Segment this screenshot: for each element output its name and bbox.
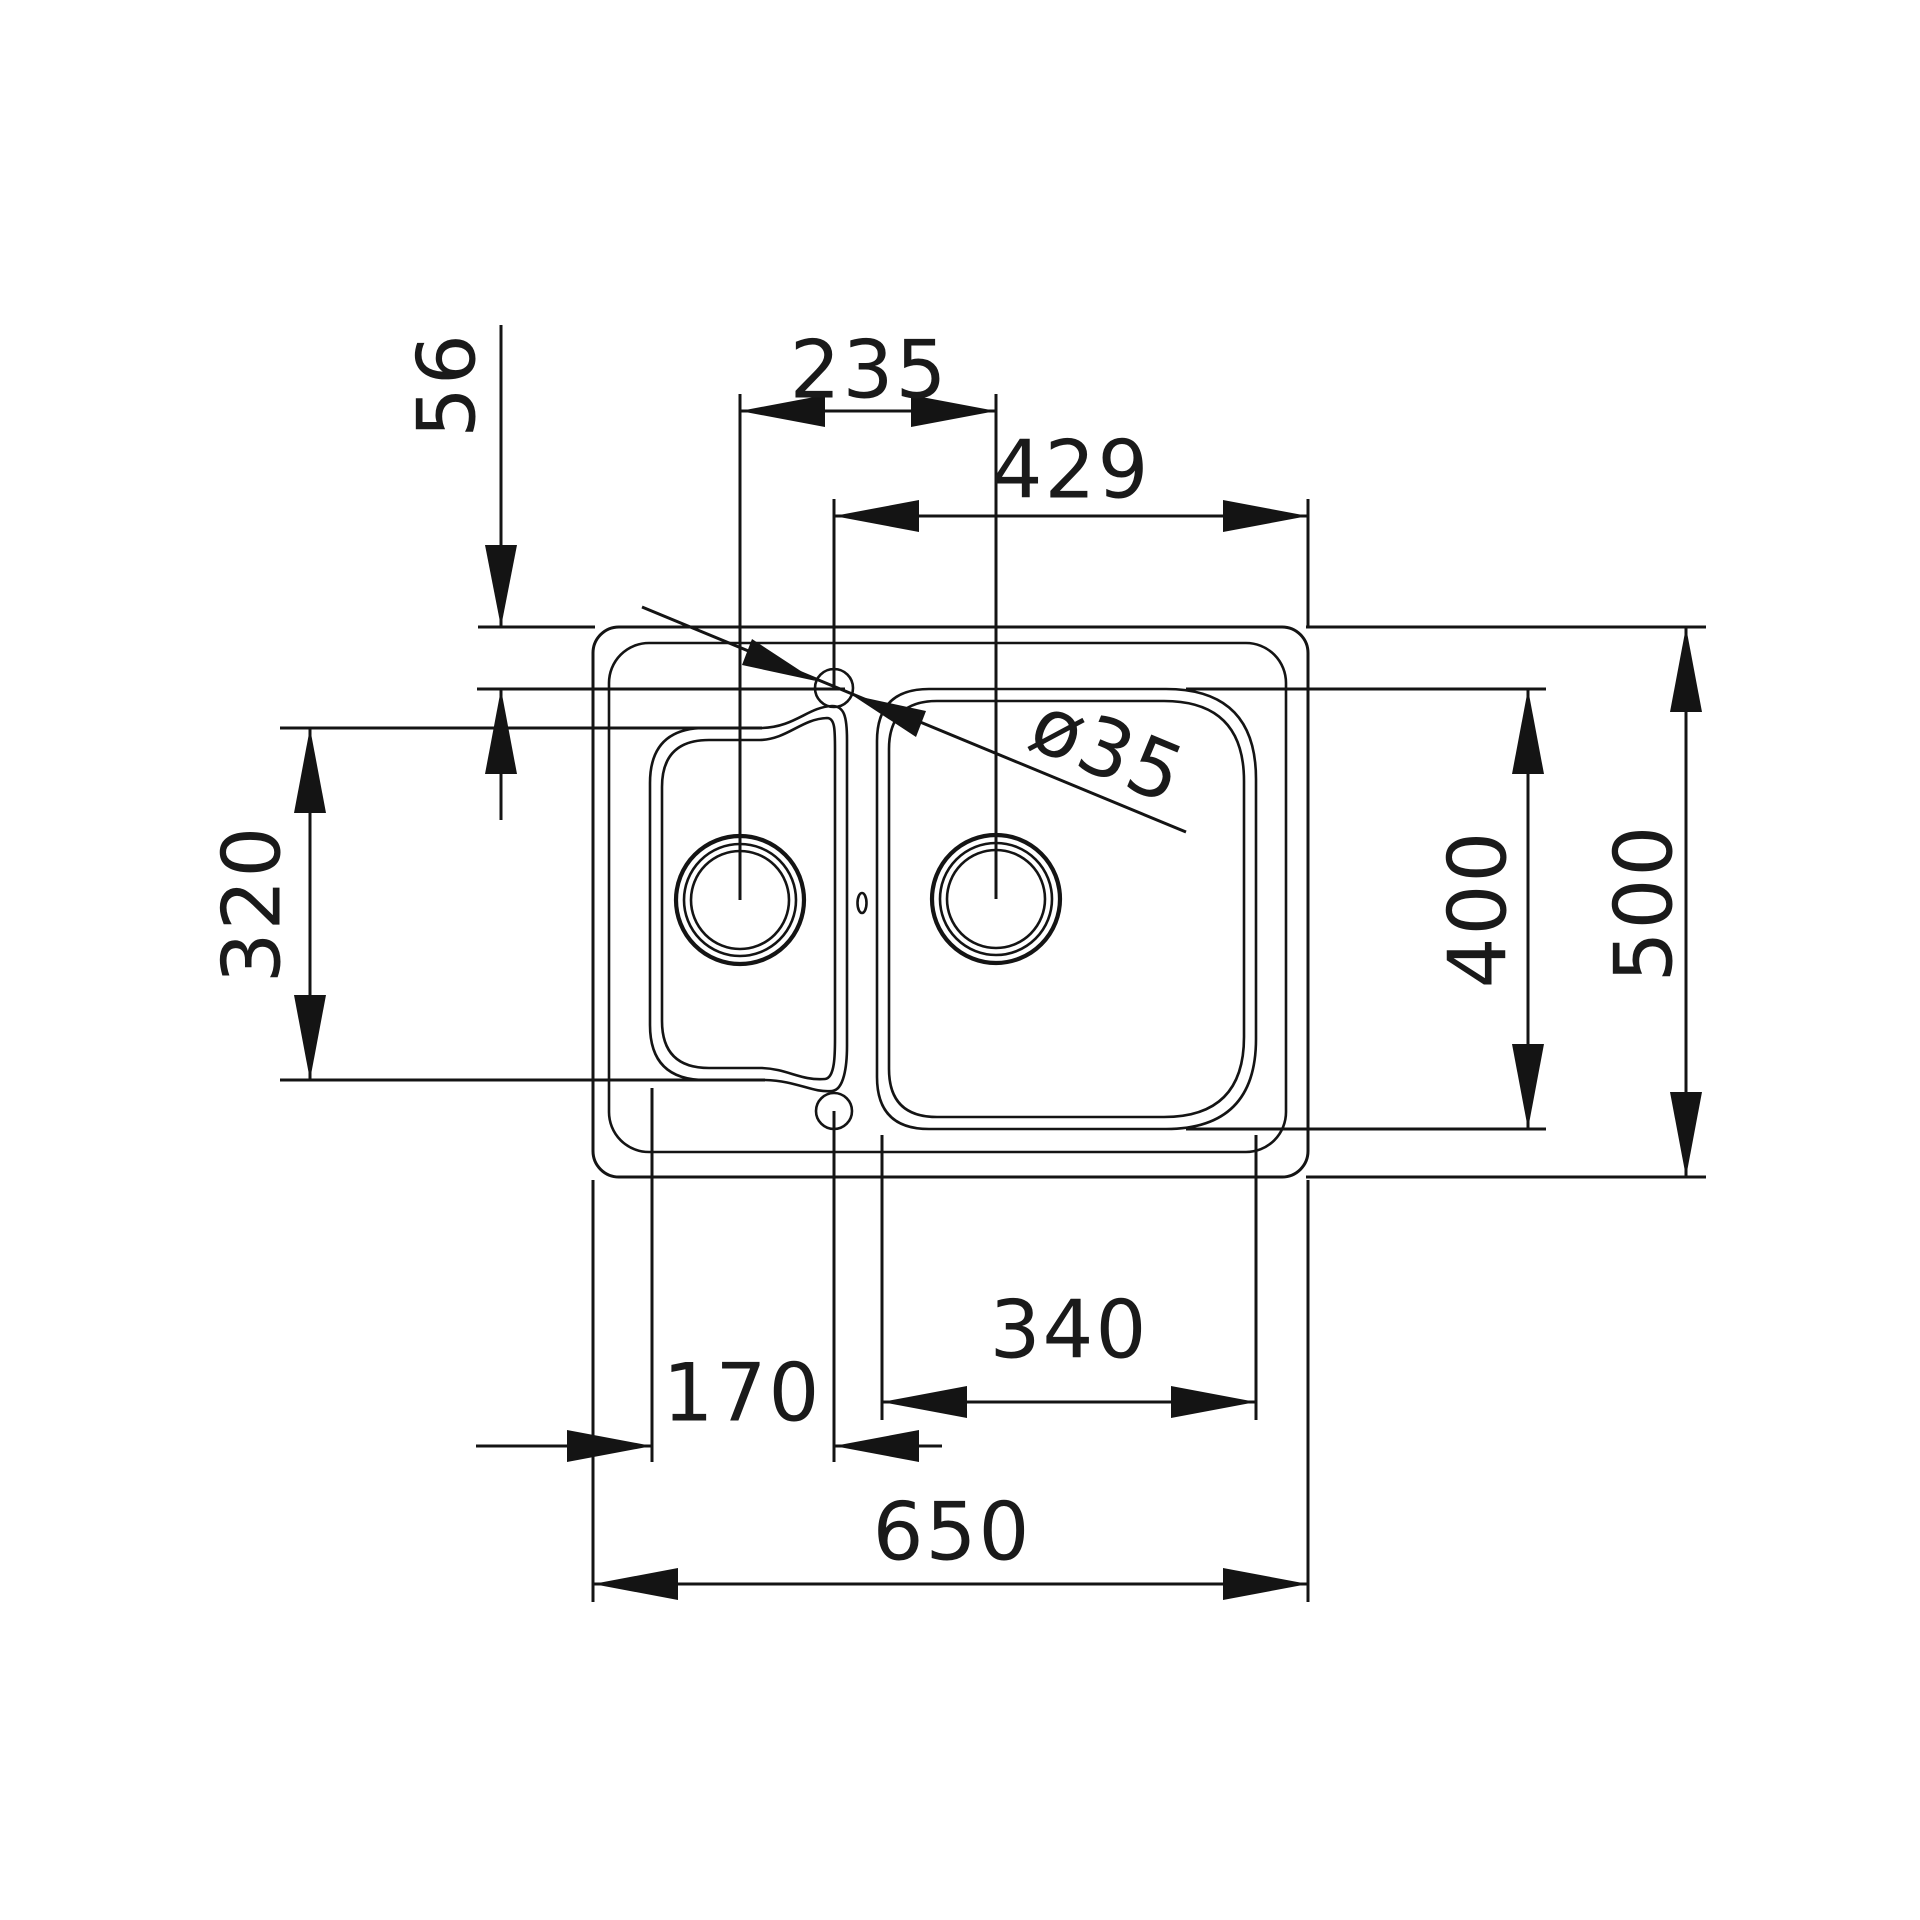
- dim-235-label: 235: [790, 324, 949, 417]
- large-bowl-outer: [875, 687, 1258, 1131]
- arrowhead-up-icon: [1670, 627, 1702, 712]
- dimension-340: 340: [880, 1135, 1258, 1420]
- small-bowl-outer: [648, 704, 849, 1093]
- dimension-56: 56: [401, 325, 845, 820]
- dimension-dia35: ø35: [641, 605, 1198, 834]
- dim-56-label: 56: [401, 332, 494, 438]
- arrowhead-right-icon: [1171, 1386, 1256, 1418]
- dimension-170: 170: [476, 1088, 942, 1462]
- dim-340-label: 340: [990, 1284, 1149, 1377]
- dimension-400: 400: [1186, 687, 1546, 1131]
- arrowhead-left-icon: [740, 395, 825, 427]
- small-bowl-inner: [660, 716, 837, 1081]
- arrowhead-right-icon: [911, 395, 996, 427]
- dimension-320: 320: [206, 726, 765, 1082]
- arrowhead-left-icon: [593, 1568, 678, 1600]
- sink-inner-rim: [607, 641, 1288, 1154]
- dim-320-label: 320: [206, 825, 299, 984]
- arrowhead-down-icon: [485, 545, 517, 627]
- dimension-235: 235: [738, 324, 998, 900]
- arrowhead-down-icon: [294, 995, 326, 1080]
- dimension-650: 650: [591, 1180, 1310, 1602]
- dimension-500: 500: [1306, 625, 1706, 1179]
- arrowhead-left-icon: [882, 1386, 967, 1418]
- arrowhead-up-icon: [294, 728, 326, 813]
- arrowhead-diagonal-icon: [852, 695, 926, 737]
- arrowhead-up-icon: [1512, 689, 1544, 774]
- arrowhead-down-icon: [1512, 1044, 1544, 1129]
- sink-body: [591, 625, 1310, 1179]
- arrowhead-right-icon: [1223, 500, 1308, 532]
- dim-429-label: 429: [992, 424, 1151, 517]
- dimension-429: 429: [832, 424, 1310, 688]
- arrowhead-left-icon: [834, 500, 919, 532]
- dim-650-label: 650: [873, 1486, 1032, 1579]
- arrowhead-up-icon: [485, 689, 517, 774]
- arrowhead-left-icon: [834, 1430, 919, 1462]
- dim-400-label: 400: [1432, 830, 1525, 989]
- arrowhead-right-icon: [1223, 1568, 1308, 1600]
- arrowhead-diagonal-icon: [742, 639, 816, 681]
- dim-170-label: 170: [663, 1347, 822, 1440]
- arrowhead-right-icon: [567, 1430, 652, 1462]
- large-bowl-inner: [887, 699, 1246, 1119]
- overflow-slot: [856, 891, 868, 915]
- arrowhead-down-icon: [1670, 1092, 1702, 1177]
- sink-outer-rim: [591, 625, 1310, 1179]
- dim-500-label: 500: [1598, 824, 1691, 983]
